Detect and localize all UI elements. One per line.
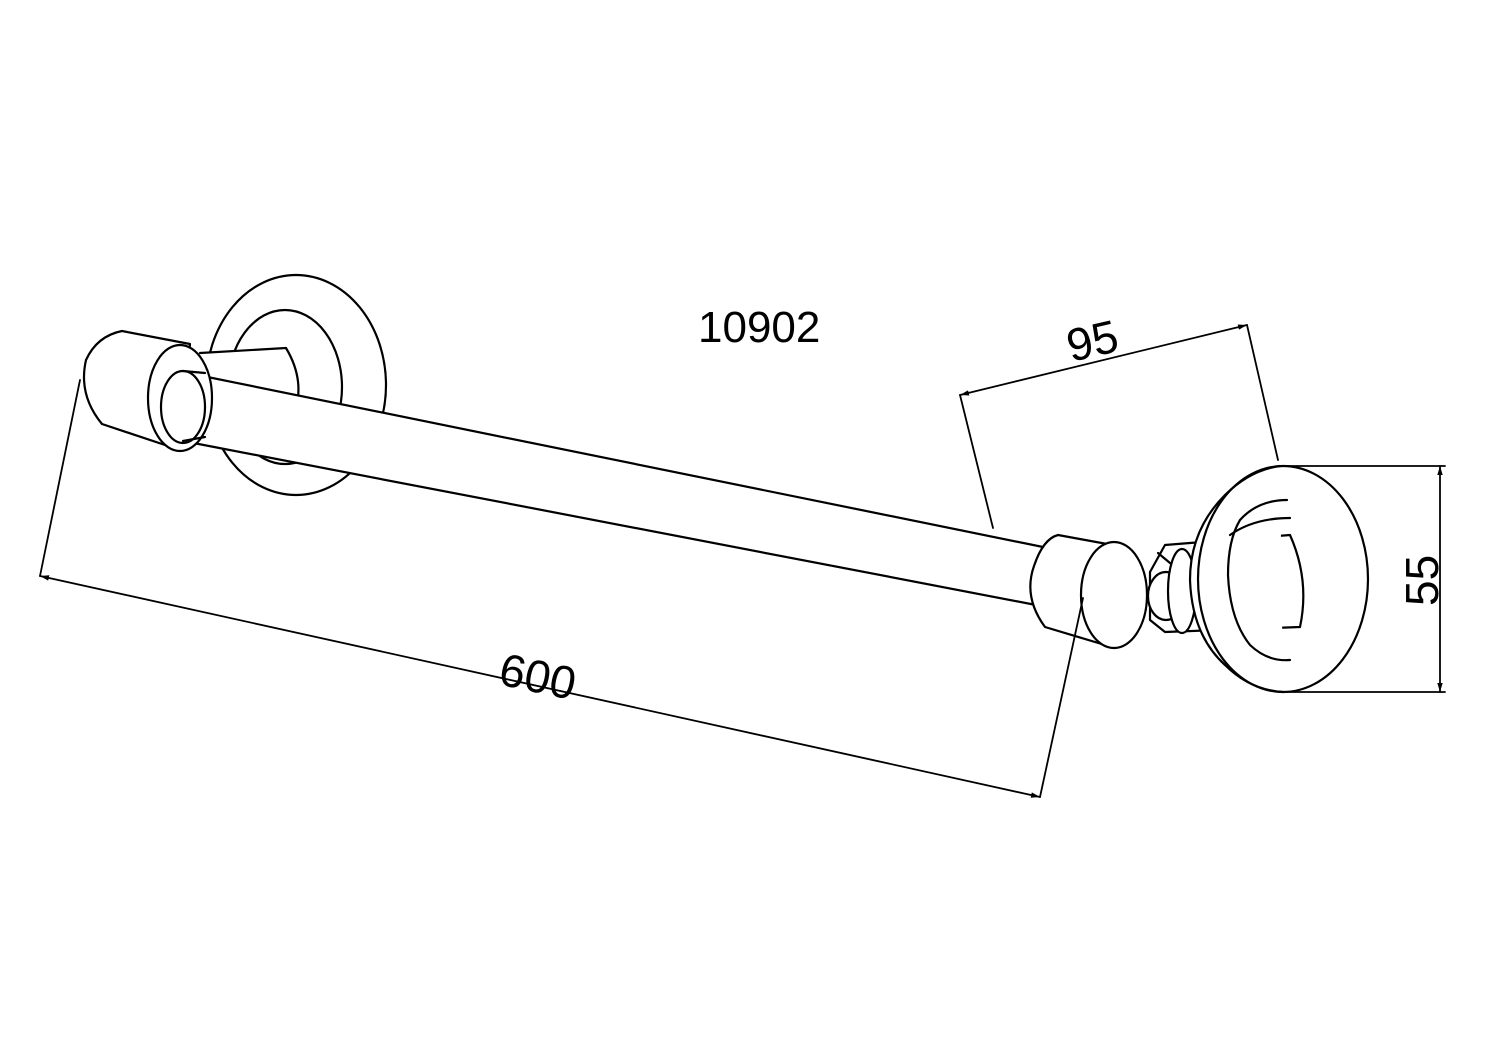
dimension-length bbox=[39, 379, 1084, 798]
extension-line-wall bbox=[1246, 324, 1279, 461]
model-number: 10902 bbox=[698, 303, 820, 352]
dimension-projection bbox=[959, 324, 1279, 529]
dimension-label-projection: 95 bbox=[1062, 310, 1124, 372]
right-wall-rose bbox=[1188, 464, 1370, 694]
dimension-label-length: 600 bbox=[495, 643, 581, 710]
right-end-cap bbox=[1029, 533, 1149, 650]
dimension-label-rose-diameter: 55 bbox=[1396, 555, 1448, 606]
left-end-cap bbox=[82, 329, 214, 453]
dimension-line-projection bbox=[959, 324, 1248, 396]
extension-line-left bbox=[39, 379, 81, 577]
dimension-line-length bbox=[39, 575, 1041, 798]
dimension-rose-diameter bbox=[1282, 465, 1446, 693]
towel-bar-drawing bbox=[82, 273, 1370, 694]
extension-line-bar bbox=[959, 394, 994, 529]
extension-line-right bbox=[1039, 597, 1084, 798]
